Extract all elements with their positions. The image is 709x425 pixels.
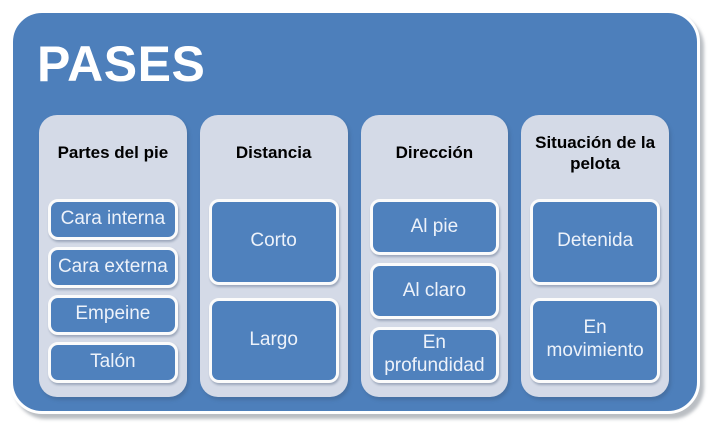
item-list: Detenida En movimiento: [530, 199, 660, 383]
item-box: En profundidad: [369, 327, 500, 383]
column-header: Distancia: [235, 143, 312, 163]
column-header: Dirección: [395, 143, 474, 163]
item-box: Cara interna: [48, 199, 178, 240]
item-box: Largo: [208, 297, 339, 383]
item-list: Al pie Al claro En profundidad: [369, 199, 500, 383]
diagram-title: PASES: [37, 36, 206, 92]
item-box: Cara externa: [48, 246, 178, 288]
item-box: Talón: [48, 342, 178, 383]
item-box: Detenida: [530, 199, 660, 285]
column-header: Partes del pie: [57, 143, 169, 163]
column-header: Situación de la pelota: [535, 132, 656, 173]
item-box: Empeine: [48, 294, 178, 336]
item-box: Corto: [208, 199, 339, 285]
item-box: Al pie: [369, 199, 500, 255]
item-box: Al claro: [369, 263, 500, 319]
item-box: En movimiento: [530, 297, 660, 383]
category-column: Dirección Al pie Al claro En profundidad: [360, 115, 509, 397]
